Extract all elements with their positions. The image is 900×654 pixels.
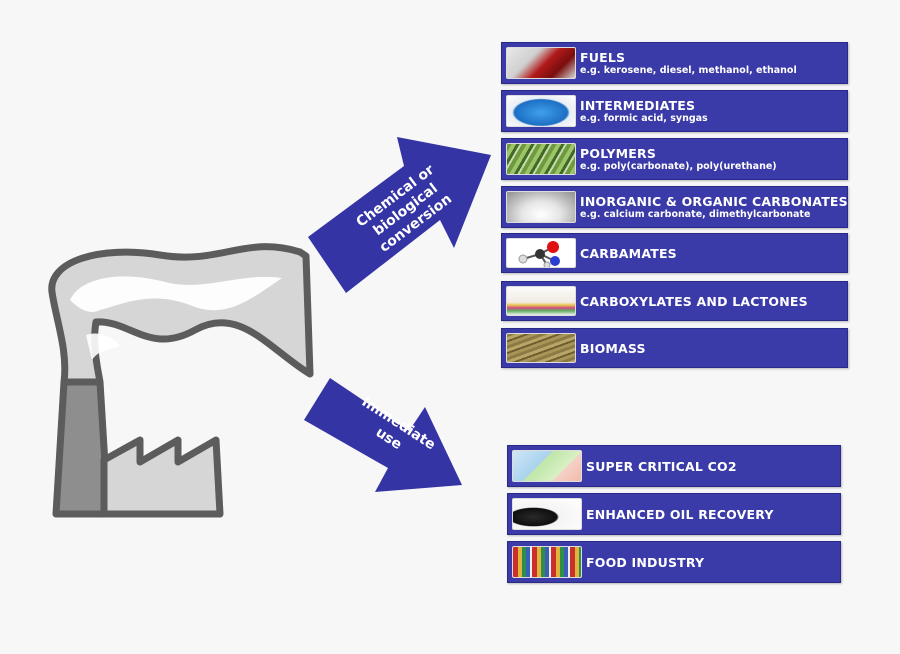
- biomass-pellets-photo: [506, 333, 576, 363]
- molecule-graphic: [518, 241, 560, 267]
- product-subtitle: e.g. poly(carbonate), poly(urethane): [580, 160, 777, 172]
- smoke-icon: [48, 243, 314, 386]
- product-box-biomass: BIOMASS: [501, 328, 848, 368]
- product-box-fuels: FUELS e.g. kerosene, diesel, methanol, e…: [501, 42, 848, 84]
- oil-barrels-photo: [512, 498, 582, 530]
- product-subtitle: e.g. formic acid, syngas: [580, 112, 708, 124]
- product-subtitle: e.g. calcium carbonate, dimethylcarbonat…: [580, 208, 811, 220]
- polymer-foam-photo: [506, 143, 576, 175]
- product-title: POLYMERS: [580, 145, 657, 161]
- product-title: CARBOXYLATES AND LACTONES: [580, 293, 808, 309]
- product-title: FUELS: [580, 49, 626, 65]
- use-title: ENHANCED OIL RECOVERY: [586, 506, 774, 522]
- product-title: CARBAMATES: [580, 245, 677, 261]
- immediate-use-arrow: Immediate use: [304, 378, 462, 492]
- product-subtitle: e.g. kerosene, diesel, methanol, ethanol: [580, 64, 797, 76]
- chemical-canister-photo: [506, 95, 576, 127]
- product-title: INTERMEDIATES: [580, 97, 696, 113]
- use-box-food-industry: FOOD INDUSTRY: [507, 541, 841, 583]
- product-box-carbonates: INORGANIC & ORGANIC CARBONATES e.g. calc…: [501, 186, 848, 228]
- fuel-nozzle-photo: [506, 47, 576, 79]
- product-box-intermediates: INTERMEDIATES e.g. formic acid, syngas: [501, 90, 848, 132]
- product-title: BIOMASS: [580, 340, 646, 356]
- product-box-polymers: POLYMERS e.g. poly(carbonate), poly(uret…: [501, 138, 848, 180]
- beverage-shelves-photo: [512, 546, 582, 578]
- product-box-carbamates: CARBAMATES: [501, 233, 848, 273]
- factory-icon: [52, 378, 224, 518]
- phase-diagram-image: [512, 450, 582, 482]
- use-title: SUPER CRITICAL CO2: [586, 458, 737, 474]
- lab-flasks-photo: [506, 286, 576, 316]
- molecule-model-image: [506, 238, 576, 268]
- conversion-arrow: Chemical or biological conversion: [308, 137, 491, 293]
- use-box-supercritical-co2: SUPER CRITICAL CO2: [507, 445, 841, 487]
- use-box-enhanced-oil-recovery: ENHANCED OIL RECOVERY: [507, 493, 841, 535]
- use-title: FOOD INDUSTRY: [586, 554, 705, 570]
- product-box-carboxylates: CARBOXYLATES AND LACTONES: [501, 281, 848, 321]
- product-title: INORGANIC & ORGANIC CARBONATES: [580, 193, 848, 209]
- powder-pile-photo: [506, 191, 576, 223]
